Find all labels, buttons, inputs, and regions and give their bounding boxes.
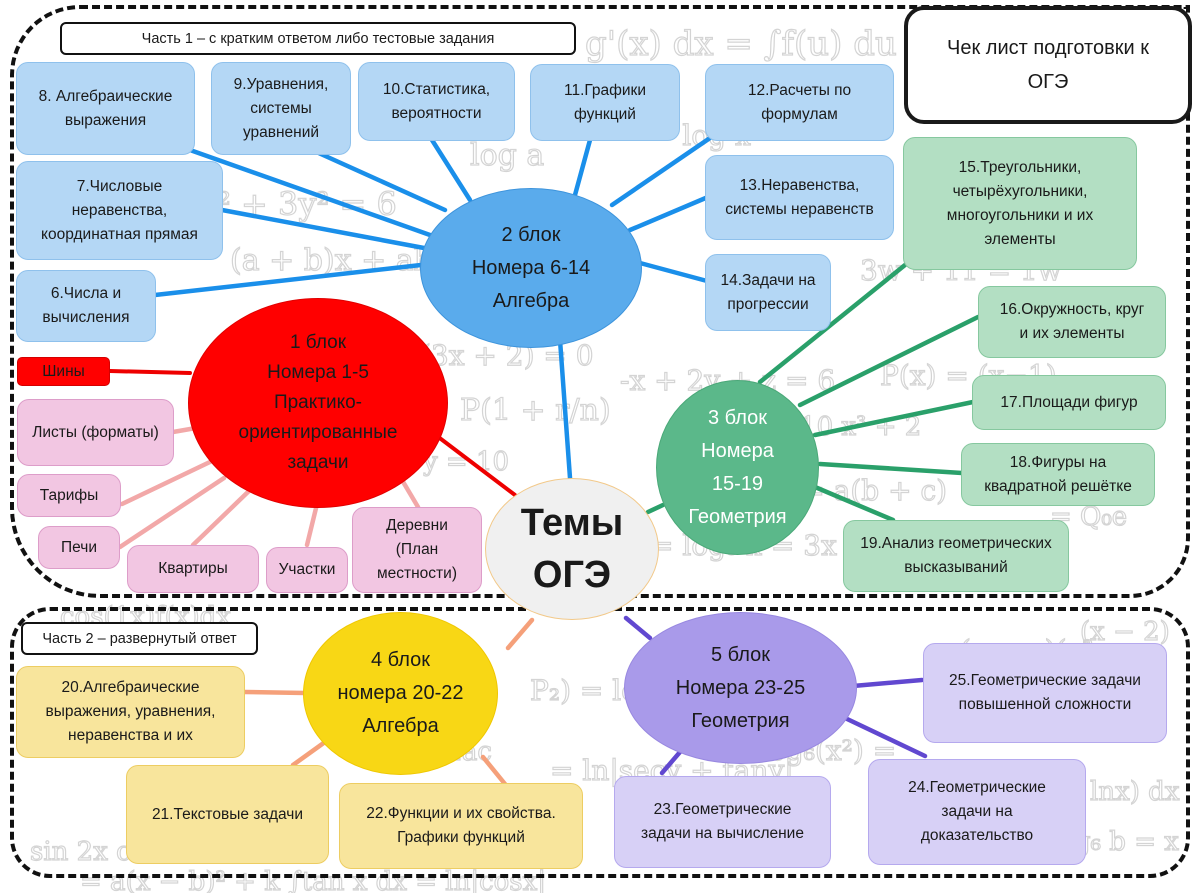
topic-item-17[interactable]: 17.Площади фигур — [972, 375, 1166, 430]
topic-item-25[interactable]: 25.Геометрические задачи повышенной слож… — [923, 643, 1167, 743]
block1-label: 1 блок Номера 1-5 Практико- ориентирован… — [238, 332, 398, 473]
block5-label: 5 блок Номера 23-25 Геометрия — [675, 643, 806, 732]
page-title: Чек лист подготовки к ОГЭ — [904, 6, 1192, 124]
connector-b1-shiny — [108, 369, 192, 375]
block1-node[interactable]: 1 блок Номера 1-5 Практико- ориентирован… — [188, 298, 448, 508]
svg-text:g'(x) dx = ∫f(u) du: g'(x) dx = ∫f(u) du — [585, 24, 897, 64]
topic-item-22[interactable]: 22.Функции и их свойства. Графики функци… — [339, 783, 583, 869]
topic-item-14[interactable]: 14.Задачи на прогрессии — [705, 254, 831, 331]
connector-b5-item24 — [842, 715, 928, 759]
svg-text:(a + b)x + ab: (a + b)x + ab — [230, 243, 433, 278]
connector-b5-item25 — [850, 677, 925, 689]
svg-text:P(1 + r/n): P(1 + r/n) — [460, 393, 611, 428]
svg-text:log a: log a — [470, 138, 544, 173]
connector-b3-item16 — [797, 314, 981, 408]
connector-b1-center — [435, 434, 517, 497]
connector-b2-item9 — [309, 147, 448, 213]
connector-b2-item10 — [429, 137, 473, 203]
connector-b4-item20 — [242, 689, 308, 696]
connector-b2-item12 — [609, 135, 713, 208]
connector-b2-item11 — [572, 137, 593, 198]
block2-node[interactable]: 2 блок Номера 6-14 Алгебра — [420, 188, 642, 348]
topic-item-18[interactable]: 18.Фигуры на квадратной решётке — [961, 443, 1155, 506]
topic-item-8[interactable]: 8. Алгебраические выражения — [16, 62, 195, 155]
task-item-pechi[interactable]: Печи — [38, 526, 120, 569]
connector-b4-item22 — [480, 754, 508, 787]
connector-b1-tarify — [119, 458, 215, 507]
connector-b3-item15 — [757, 262, 908, 385]
connector-b5-item23 — [659, 749, 683, 776]
connector-b4-center — [505, 617, 535, 651]
connector-b2-item7 — [219, 207, 427, 251]
task-item-listy[interactable]: Листы (форматы) — [17, 399, 174, 466]
connector-b2-center — [557, 337, 573, 481]
connector-b1-derevni — [399, 477, 421, 510]
task-item-shiny[interactable]: Шины — [17, 357, 110, 386]
connector-b2-item6 — [152, 262, 424, 298]
topic-item-12[interactable]: 12.Расчеты по формулам — [705, 64, 894, 141]
connector-b4-item21 — [290, 739, 328, 768]
task-item-uchastki[interactable]: Участки — [266, 547, 348, 593]
topic-item-13[interactable]: 13.Неравенства, системы неравенств — [705, 155, 894, 240]
connector-b3-item17 — [812, 399, 976, 438]
topic-item-11[interactable]: 11.Графики функций — [530, 64, 680, 141]
svg-text:= a(x − b)² + k ∫tan x dx = l: = a(x − b)² + k ∫tan x dx = ln|cosx| — [80, 867, 546, 893]
connector-b1-kvartiry — [190, 487, 253, 548]
block3-label: 3 блок Номера 15-19 Геометрия — [688, 406, 787, 528]
connector-b5-center — [623, 615, 653, 641]
topic-item-15[interactable]: 15.Треугольники, четырёхугольники, много… — [903, 137, 1137, 270]
topic-item-16[interactable]: 16.Окружность, круг и их элементы — [978, 286, 1166, 358]
topic-item-24[interactable]: 24.Геометрические задачи на доказательст… — [868, 759, 1086, 865]
topic-item-9[interactable]: 9.Уравнения, системы уравнений — [211, 62, 351, 155]
center-label: Темы ОГЭ — [520, 502, 624, 596]
page-title-text: Чек лист подготовки к ОГЭ — [947, 37, 1149, 93]
topic-item-6[interactable]: 6.Числа и вычисления — [16, 270, 156, 342]
topic-item-20[interactable]: 20.Алгебраические выражения, уравнения, … — [16, 666, 245, 758]
task-item-derevni[interactable]: Деревни (План местности) — [352, 507, 482, 593]
connector-b3-item18 — [817, 461, 965, 476]
topic-item-7[interactable]: 7.Числовые неравенства, координатная пря… — [16, 161, 223, 260]
connector-b3-center — [645, 502, 666, 515]
connector-b2-item14 — [637, 260, 710, 284]
connector-b2-item13 — [627, 194, 711, 233]
connector-b2-item8 — [187, 147, 433, 238]
svg-text:x² + 3y² = 6: x² + 3y² = 6 — [200, 185, 397, 223]
block4-label: 4 блок номера 20-22 Алгебра — [337, 649, 464, 737]
connector-b3-item19 — [812, 484, 896, 523]
part2-label-text: Часть 2 – развернутый ответ — [42, 630, 237, 647]
part1-label-text: Часть 1 – с кратким ответом либо тестовы… — [141, 30, 495, 47]
topic-item-19[interactable]: 19.Анализ геометрических высказываний — [843, 520, 1069, 592]
topic-item-23[interactable]: 23.Геометрические задачи на вычисление — [614, 776, 831, 868]
connector-b1-pechi — [117, 475, 227, 550]
part2-label: Часть 2 – развернутый ответ — [21, 622, 258, 655]
task-item-kvartiry[interactable]: Квартиры — [127, 545, 259, 593]
task-item-tarify[interactable]: Тарифы — [17, 474, 121, 517]
center-node[interactable]: Темы ОГЭ — [485, 478, 659, 620]
block5-node[interactable]: 5 блок Номера 23-25 Геометрия — [624, 612, 857, 764]
block2-label: 2 блок Номера 6-14 Алгебра — [471, 223, 591, 312]
topic-item-21[interactable]: 21.Текстовые задачи — [126, 765, 329, 864]
block4-node[interactable]: 4 блок номера 20-22 Алгебра — [303, 612, 498, 775]
block3-node[interactable]: 3 блок Номера 15-19 Геометрия — [656, 380, 819, 555]
part1-label: Часть 1 – с кратким ответом либо тестовы… — [60, 22, 576, 55]
topic-item-10[interactable]: 10.Статистика, вероятности — [358, 62, 515, 141]
